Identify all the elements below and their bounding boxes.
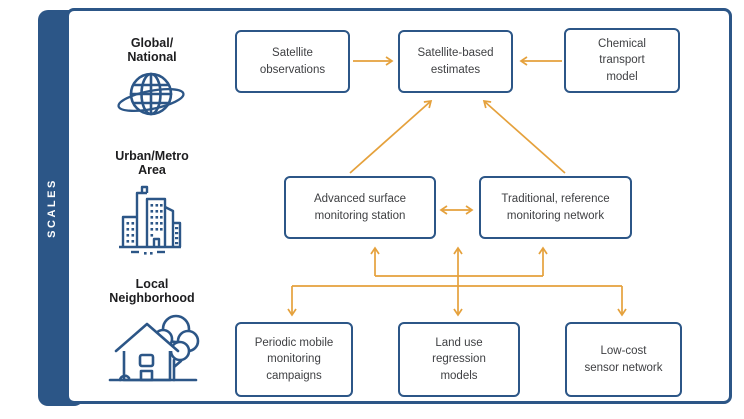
globe-icon	[112, 66, 190, 133]
node-chemical-transport-model: Chemical transport model	[564, 28, 680, 93]
node-periodic-mobile-monitoring-campaigns-label: Periodic mobile monitoring campaigns	[254, 337, 334, 382]
scale-label-local-neighborhood: Local Neighborhood	[109, 277, 195, 306]
node-advanced-surface-monitoring-station-label: Advanced surface monitoring station	[313, 193, 407, 222]
node-land-use-regression-models: Land use regression models	[398, 322, 520, 397]
node-low-cost-sensor-network: Low-cost sensor network	[565, 322, 682, 397]
node-traditional-reference-monitoring-network: Traditional, reference monitoring networ…	[479, 176, 632, 239]
node-satellite-based-estimates: Satellite-based estimates	[398, 30, 513, 93]
node-periodic-mobile-monitoring-campaigns: Periodic mobile monitoring campaigns	[235, 322, 353, 397]
node-land-use-regression-models-label: Land use regression models	[432, 337, 486, 382]
node-satellite-based-estimates-label: Satellite-based estimates	[417, 47, 494, 76]
scale-label-urban-metro: Urban/Metro Area	[115, 149, 189, 178]
house-tree-icon	[102, 305, 204, 392]
node-satellite-observations: Satellite observations	[235, 30, 350, 93]
node-traditional-reference-monitoring-network-label: Traditional, reference monitoring networ…	[501, 193, 610, 222]
node-chemical-transport-model-label: Chemical transport model	[598, 38, 646, 83]
scales-tab-label: SCALES	[46, 178, 58, 238]
node-low-cost-sensor-network-label: Low-cost sensor network	[584, 345, 663, 374]
city-buildings-icon	[113, 181, 185, 260]
node-satellite-observations-label: Satellite observations	[259, 47, 326, 76]
scales-tab-label-wrap: SCALES	[38, 10, 66, 406]
scale-label-global-national: Global/ National	[127, 36, 177, 65]
node-advanced-surface-monitoring-station: Advanced surface monitoring station	[284, 176, 436, 239]
